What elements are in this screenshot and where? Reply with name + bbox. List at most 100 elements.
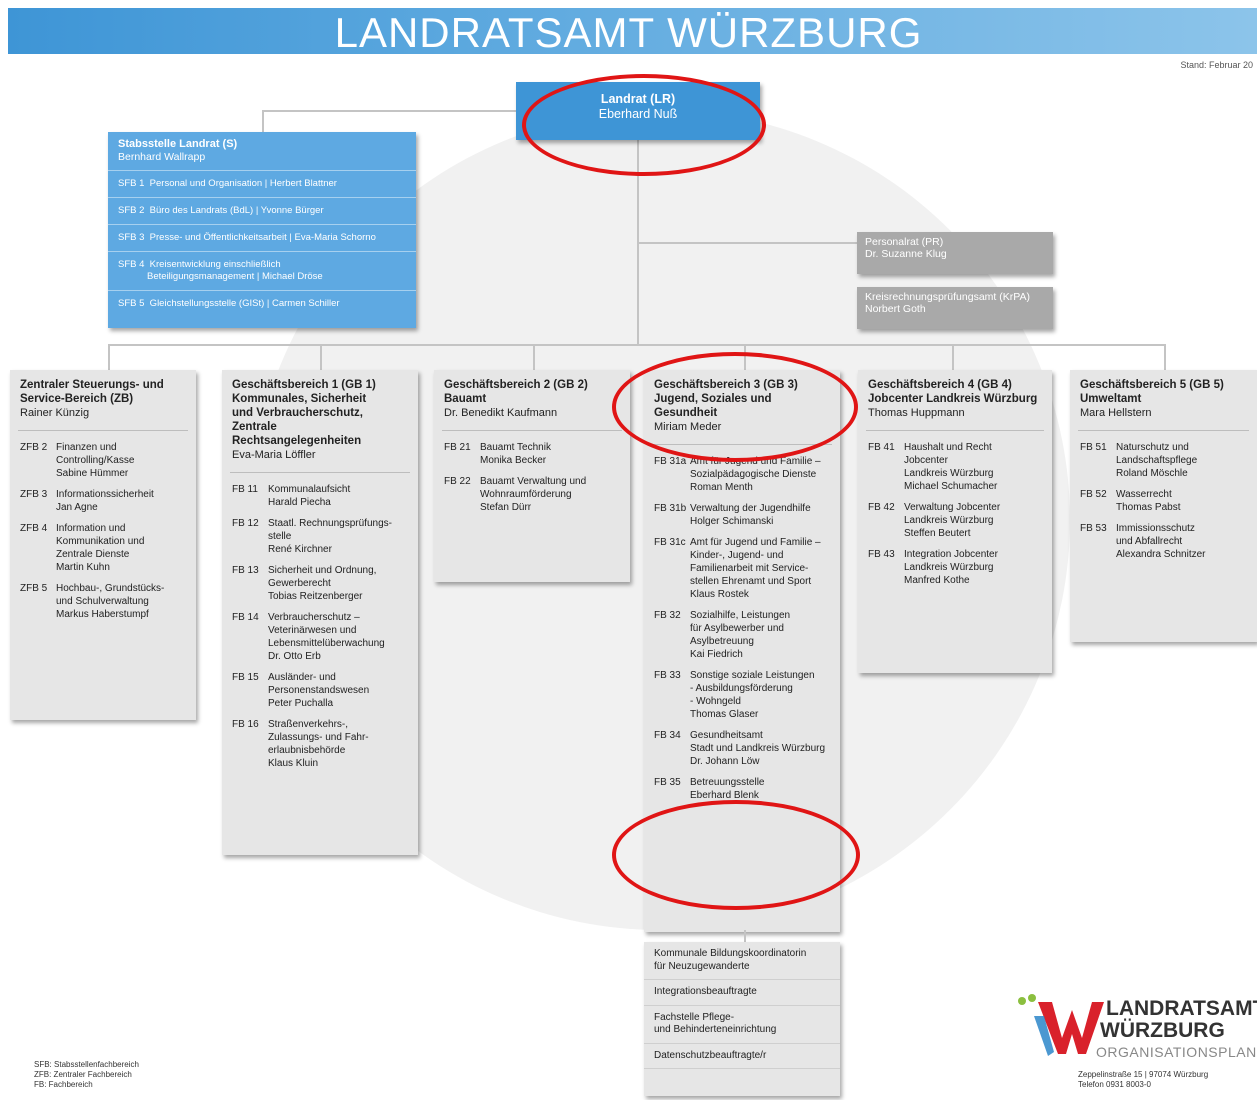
unit-text: Staatl. Rechnungsprüfungs- stelle René K… [268, 518, 392, 555]
unit-item[interactable]: FB 43 Integration Jobcenter Landkreis Wür… [868, 548, 1042, 587]
connector-line [1164, 344, 1166, 370]
highlight-ring-gb3 [612, 352, 858, 462]
column-divider [18, 430, 188, 431]
unit-text: Immissionsschutz und Abfallrecht Alexand… [1116, 523, 1206, 560]
logo: LANDRATSAMT WÜRZBURG ORGANISATIONSPLAN [1008, 980, 1257, 1080]
unit-text: Integration Jobcenter Landkreis Würzburg… [904, 549, 998, 586]
column-gb1[interactable]: Geschäftsbereich 1 (GB 1) Kommunales, Si… [222, 370, 418, 855]
gb3-extra-item[interactable]: Integrationsbeauftragte [644, 980, 840, 1006]
krpa-title: Kreisrechnungsprüfungsamt (KrPA) [865, 291, 1030, 303]
connector-line [108, 344, 1166, 346]
unit-text: Sicherheit und Ordnung, Gewerberecht Tob… [268, 565, 377, 602]
personalrat-box[interactable]: Personalrat (PR) Dr. Suzanne Klug [857, 232, 1053, 274]
unit-code: FB 33 [654, 670, 681, 681]
personalrat-name: Dr. Suzanne Klug [865, 248, 947, 260]
unit-code: FB 42 [868, 502, 895, 513]
unit-text: Bauamt Technik Monika Becker [480, 442, 551, 466]
unit-code: FB 51 [1080, 442, 1107, 453]
column-divider [866, 430, 1044, 431]
unit-item[interactable]: FB 53 Immissionsschutz und Abfallrecht Al… [1080, 522, 1247, 561]
unit-text: Hochbau-, Grundstücks- und Schulverwaltu… [56, 583, 165, 620]
column-title: Zentraler Steuerungs- und Service-Bereic… [20, 379, 164, 405]
unit-code: FB 13 [232, 565, 259, 576]
stabsstelle-item[interactable]: SFB 2 Büro des Landrats (BdL) | Yvonne B… [108, 197, 416, 224]
header-band [8, 8, 1257, 54]
logo-line2: WÜRZBURG [1100, 1019, 1225, 1042]
unit-text: Naturschutz und Landschaftspflege Roland… [1116, 442, 1198, 479]
unit-text: Kommunalaufsicht Harald Piecha [268, 484, 351, 508]
gb3-extras-box[interactable]: Kommunale Bildungskoordinatorin für Neuz… [644, 942, 840, 1096]
connector-line [637, 140, 639, 345]
unit-text: Haushalt und Recht Jobcenter Landkreis W… [904, 442, 998, 492]
unit-code: FB 12 [232, 518, 259, 529]
unit-code: FB 35 [654, 777, 681, 788]
logo-line3: ORGANISATIONSPLAN [1096, 1044, 1257, 1060]
stabsstelle-item[interactable]: SFB 3 Presse- und Öffentlichkeitsarbeit … [108, 224, 416, 251]
unit-code: FB 16 [232, 719, 259, 730]
stabsstelle-title: Stabsstelle Landrat (S) [118, 138, 238, 150]
connector-line [108, 344, 110, 370]
column-gb4[interactable]: Geschäftsbereich 4 (GB 4) Jobcenter Land… [858, 370, 1052, 673]
unit-item[interactable]: FB 12 Staatl. Rechnungsprüfungs- stelle R… [232, 517, 408, 556]
column-title: Geschäftsbereich 2 (GB 2) Bauamt [444, 379, 588, 405]
column-title: Geschäftsbereich 4 (GB 4) Jobcenter Land… [868, 379, 1038, 405]
unit-text: Verbraucherschutz – Veterinärwesen und L… [268, 612, 385, 662]
unit-code: FB 41 [868, 442, 895, 453]
gb3-extra-item[interactable]: Kommunale Bildungskoordinatorin für Neuz… [644, 942, 840, 980]
connector-line [262, 110, 516, 112]
gb3-extra-item[interactable]: Datenschutzbeauftragte/r [644, 1044, 840, 1069]
column-divider [442, 430, 622, 431]
column-zb[interactable]: Zentraler Steuerungs- und Service-Bereic… [10, 370, 196, 720]
stabsstelle-name: Bernhard Wallrapp [118, 151, 206, 163]
column-divider [1078, 430, 1249, 431]
gb3-extra-item[interactable]: Fachstelle Pflege- und Behinderteneinric… [644, 1006, 840, 1044]
connector-line [952, 344, 954, 370]
connector-line [320, 344, 322, 370]
footnote: SFB: Stabsstellenfachbereich ZFB: Zentra… [34, 1060, 139, 1089]
unit-code: ZFB 5 [20, 583, 48, 594]
stabsstelle-item[interactable]: SFB 1 Personal und Organisation | Herber… [108, 170, 416, 197]
unit-text: Finanzen und Controlling/Kasse Sabine Hü… [56, 442, 135, 479]
column-title: Geschäftsbereich 5 (GB 5) Umweltamt [1080, 379, 1224, 405]
highlight-ring-fb34 [612, 800, 860, 910]
stabsstelle-item[interactable]: SFB 5 Gleichstellungsstelle (GISt) | Car… [108, 290, 416, 317]
column-head: Thomas Huppmann [868, 407, 965, 419]
unit-code: FB 53 [1080, 523, 1107, 534]
unit-item[interactable]: FB 16 Straßenverkehrs-, Zulassungs- und F… [232, 718, 408, 770]
unit-text: Information und Kommunikation und Zentra… [56, 523, 145, 573]
column-head: Eva-Maria Löffler [232, 449, 316, 461]
unit-item[interactable]: FB 51 Naturschutz und Landschaftspflege R… [1080, 441, 1247, 480]
unit-item[interactable]: FB 41 Haushalt und Recht Jobcenter Landkr… [868, 441, 1042, 493]
unit-item[interactable]: ZFB 4 Information und Kommunikation und Z… [20, 522, 186, 574]
column-title: Geschäftsbereich 1 (GB 1) Kommunales, Si… [232, 379, 376, 447]
unit-code: ZFB 4 [20, 523, 48, 534]
personalrat-title: Personalrat (PR) [865, 236, 944, 248]
krpa-box[interactable]: Kreisrechnungsprüfungsamt (KrPA) Norbert… [857, 287, 1053, 329]
stabsstelle-box[interactable]: Stabsstelle Landrat (S) Bernhard Wallrap… [108, 132, 416, 328]
unit-text: Straßenverkehrs-, Zulassungs- und Fahr- … [268, 719, 369, 769]
unit-item[interactable]: FB 13 Sicherheit und Ordnung, Gewerberech… [232, 564, 408, 603]
unit-text: Verwaltung Jobcenter Landkreis Würzburg … [904, 502, 1001, 539]
highlight-ring-landrat [522, 74, 766, 176]
stabsstelle-item[interactable]: SFB 4 Kreisentwicklung einschließlich Be… [108, 251, 416, 290]
unit-code: FB 43 [868, 549, 895, 560]
unit-item[interactable]: ZFB 5 Hochbau-, Grundstücks- und Schulver… [20, 582, 186, 621]
page-title: LANDRATSAMT WÜRZBURG [334, 9, 923, 56]
unit-item[interactable]: FB 42 Verwaltung Jobcenter Landkreis Würz… [868, 501, 1042, 540]
